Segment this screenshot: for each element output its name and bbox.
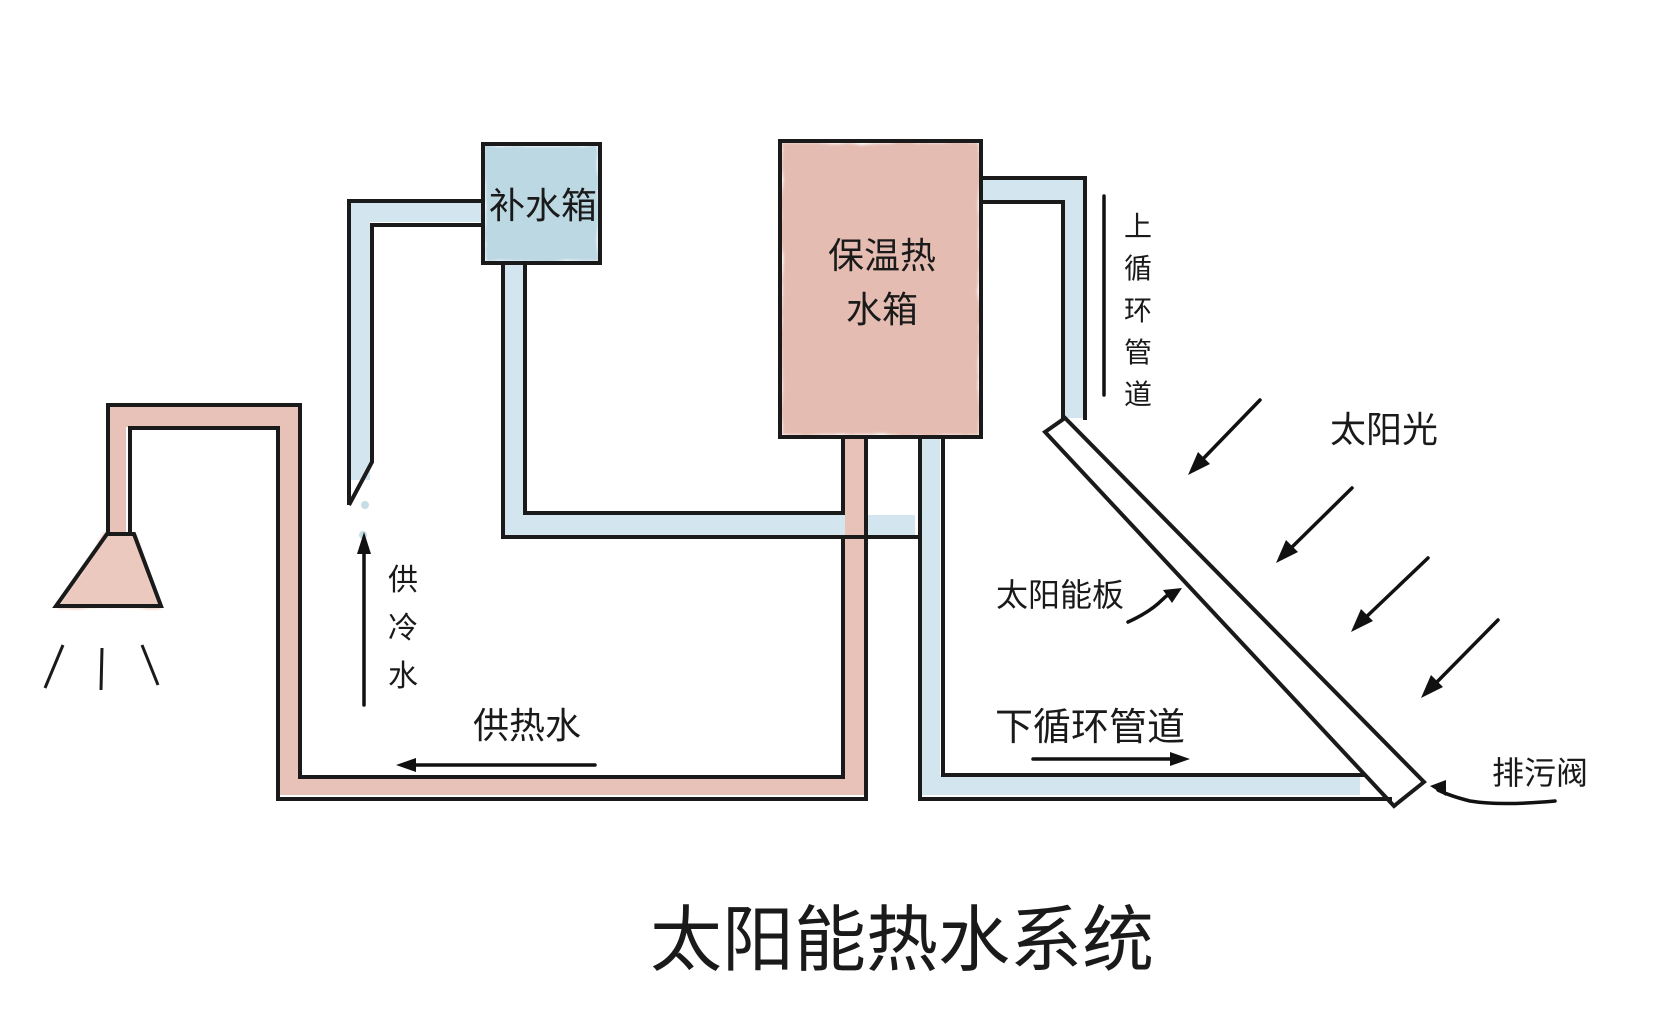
sunlight-arrow-icon	[1188, 398, 1500, 698]
hot-supply-outer	[128, 426, 868, 801]
lower-pipe-label: 下循环管道	[995, 705, 1185, 749]
lower-pipe-inner	[941, 437, 1364, 777]
hot-tank-fill	[782, 143, 979, 435]
upper-pipe-char: 环	[1124, 294, 1152, 327]
upper-pipe-label: 上 循 环 管 道	[1124, 210, 1152, 411]
lower-pipe-fill	[920, 435, 1360, 795]
label-layer: 补水箱 保温热 水箱 上 循 环 管 道 太阳光 太阳能板 供 冷 水 供热水 …	[388, 186, 1588, 982]
arrow-layer	[357, 194, 1557, 806]
shower-head-fill	[57, 534, 160, 608]
cold-supply-arrow-icon	[357, 532, 371, 707]
cold-pipe-fill-feed	[350, 202, 485, 480]
outline-layer	[43, 139, 1427, 809]
cold-supply-char: 供	[388, 563, 418, 598]
upper-pipe-char: 道	[1124, 378, 1152, 411]
hot-tank	[778, 139, 983, 439]
lower-pipe-arrow-icon	[1031, 752, 1190, 766]
makeup-tank-label: 补水箱	[489, 186, 597, 227]
hot-tank-label-line2: 水箱	[846, 290, 918, 331]
upper-pipe-char: 管	[1124, 336, 1152, 369]
upper-pipe-char: 上	[1124, 210, 1152, 243]
water-drop	[361, 501, 369, 509]
cold-supply-char: 水	[388, 659, 418, 694]
water-spray-icon	[43, 644, 160, 691]
water-fill-layer	[57, 143, 1360, 795]
solar-panel-label: 太阳能板	[996, 576, 1124, 614]
hot-supply-inner	[106, 403, 845, 779]
makeup-down-pipe-inner	[523, 263, 845, 515]
cold-feed-pipe-outer	[347, 199, 483, 505]
upper-pipe-char: 循	[1124, 252, 1152, 285]
shower-head-icon	[52, 532, 164, 608]
diagram-title: 太阳能热水系统	[650, 898, 1154, 982]
solar-panel-pointer-icon	[1126, 588, 1182, 624]
hot-supply-arrow-icon	[396, 758, 597, 772]
sunlight-label: 太阳光	[1330, 410, 1438, 451]
cold-feed-pipe-inner	[347, 223, 483, 506]
upper-pipe-outer	[981, 176, 1087, 420]
drain-valve-pointer-icon	[1430, 780, 1557, 806]
solar-panel	[1041, 415, 1427, 809]
hot-tank-label-line1: 保温热	[828, 236, 936, 277]
hot-pipe-fill	[106, 407, 865, 795]
drain-valve-label: 排污阀	[1492, 754, 1588, 792]
cold-pipe-fill-makeup-down	[503, 260, 915, 535]
upper-pipe-fill	[980, 180, 1083, 418]
upper-pipe-inner	[981, 200, 1065, 420]
makeup-tank	[481, 142, 602, 265]
makeup-tank-fill	[485, 146, 598, 261]
lower-pipe-outer	[918, 437, 1392, 801]
hot-supply-label: 供热水	[473, 706, 581, 747]
cold-supply-char: 冷	[388, 611, 418, 646]
cold-supply-label: 供 冷 水	[388, 563, 418, 694]
